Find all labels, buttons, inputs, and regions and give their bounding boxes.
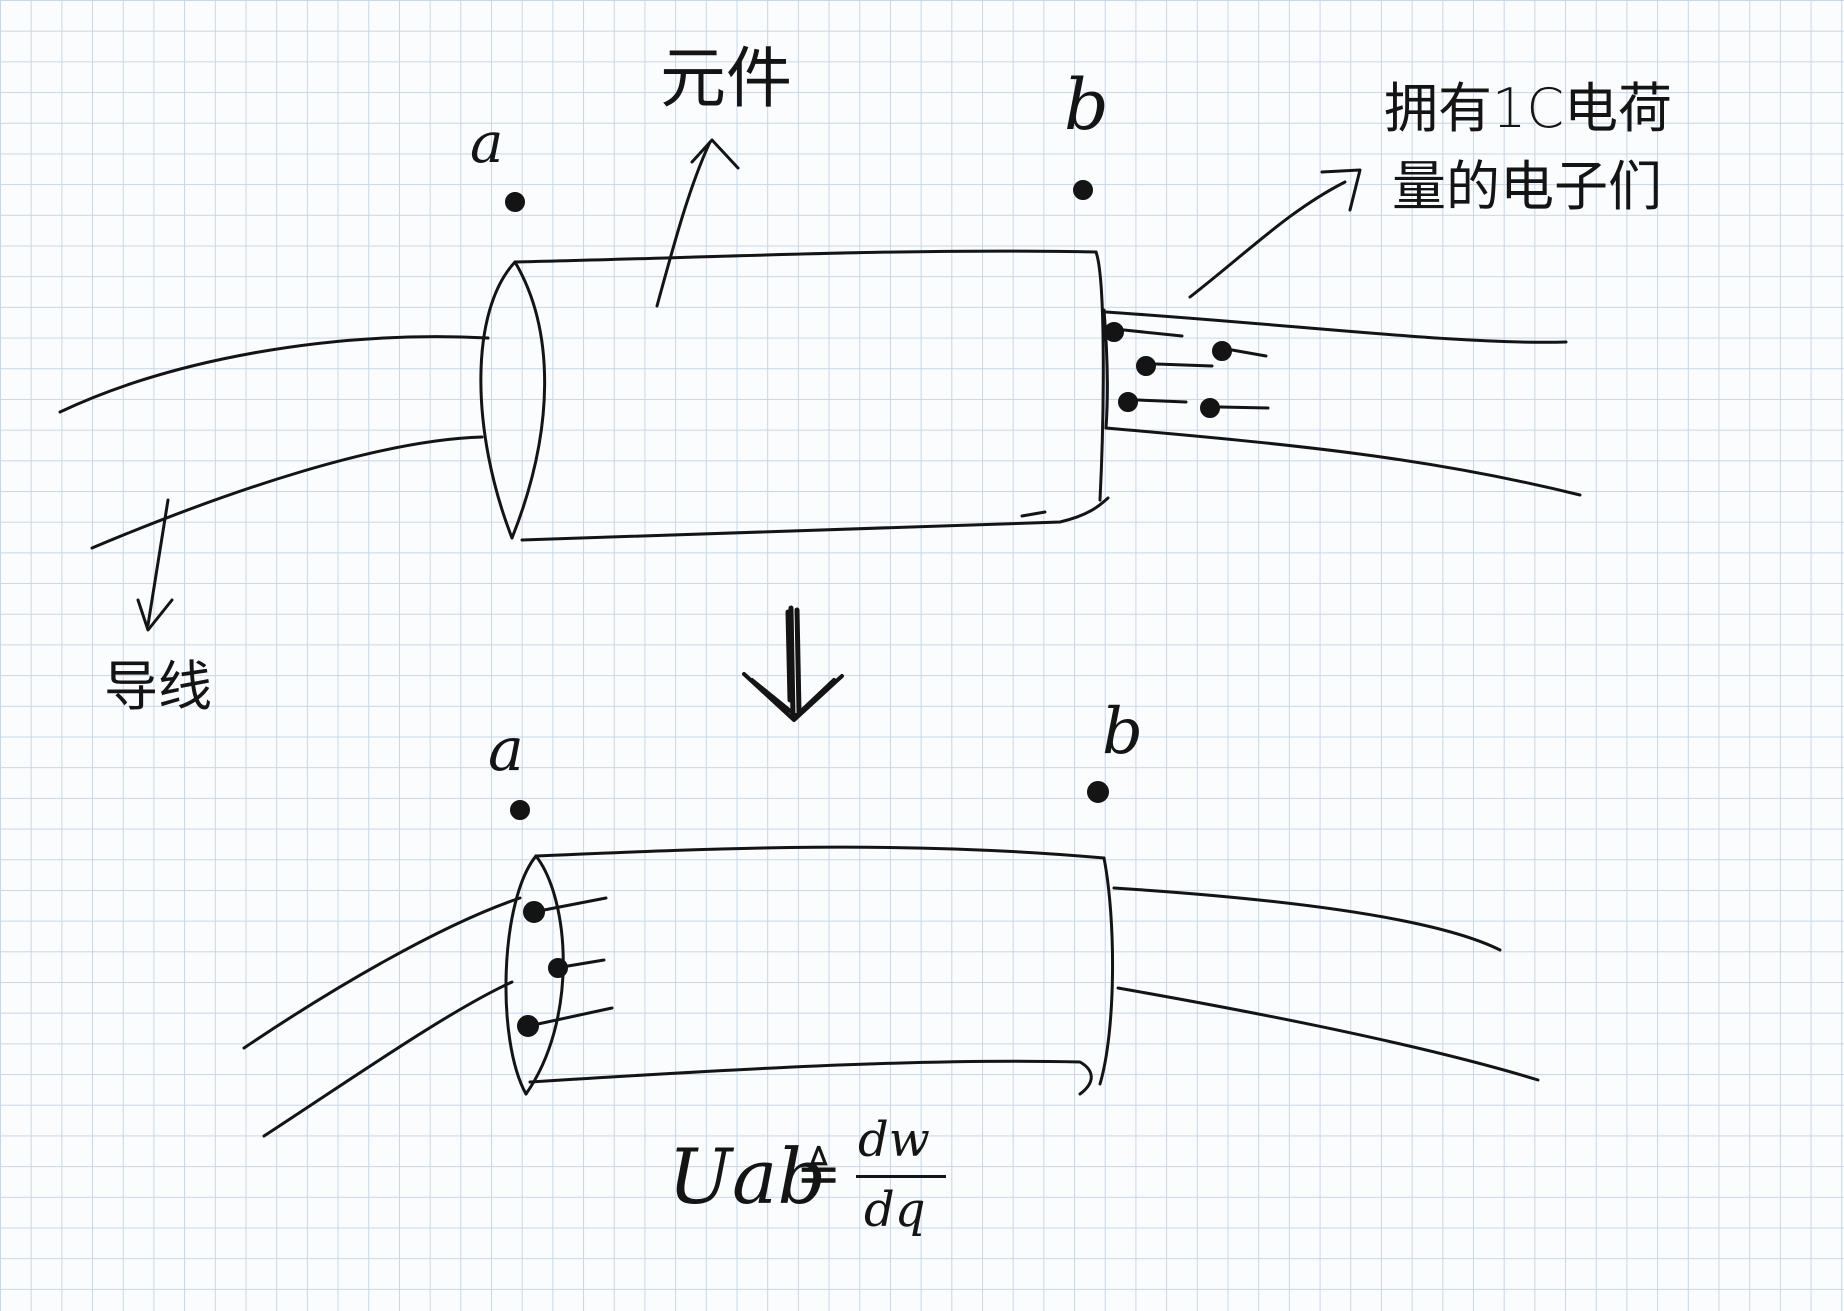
formula-numerator: dw xyxy=(858,1112,930,1168)
terminal-b-top-label: b xyxy=(1064,64,1109,146)
wire-right-bottom-lower xyxy=(1116,986,1540,1082)
electron-bottom-1 xyxy=(523,901,545,923)
wire-right-bottom-upper xyxy=(1112,886,1502,952)
electron-bottom-2-trail xyxy=(566,958,606,968)
electron-top-5 xyxy=(1200,398,1220,418)
cylinder-top-left-cap-back xyxy=(510,260,547,540)
element-arrow-head xyxy=(690,138,740,170)
formula-fraction-bar xyxy=(856,1175,946,1178)
wire-arrow-line xyxy=(146,498,170,627)
wire-right-top-upper xyxy=(1104,310,1568,344)
wire-right-top-lower xyxy=(1104,426,1582,497)
terminal-a-top-label: a xyxy=(470,111,504,176)
electron-top-2 xyxy=(1136,356,1156,376)
cylinder-bottom-lower-edge xyxy=(528,1059,1093,1096)
cylinder-top-lower-edge xyxy=(520,496,1110,542)
cylinder-top-right-edge xyxy=(1094,250,1105,502)
electron-bottom-3-trail xyxy=(536,1006,614,1026)
terminal-a-top-dot xyxy=(505,192,525,212)
formula-denominator: dq xyxy=(864,1182,926,1238)
electrons-label-line1: 拥有1C电荷 xyxy=(1384,77,1673,140)
electron-top-5-trail xyxy=(1218,405,1270,410)
cylinder-bottom-left-cap xyxy=(504,854,538,1096)
electrons-arrow-line xyxy=(1188,180,1347,299)
terminal-b-bottom-dot xyxy=(1087,781,1109,803)
element-arrow-line xyxy=(655,140,712,308)
terminal-b-top-dot xyxy=(1073,180,1093,200)
electron-bottom-2 xyxy=(548,958,568,978)
electron-bottom-3 xyxy=(517,1015,539,1037)
cylinder-top-left-cap xyxy=(479,260,517,540)
electrons-arrow-head xyxy=(1320,168,1362,212)
electron-top-4-trail xyxy=(1136,398,1188,404)
formula-lhs: Uab xyxy=(668,1132,827,1221)
element-label: 元件 xyxy=(660,40,792,117)
formula-def-symbol: ≜ xyxy=(796,1142,842,1205)
electron-top-1 xyxy=(1104,322,1124,342)
electron-top-3-trail xyxy=(1230,348,1268,358)
electrons-label-line2: 量的电子们 xyxy=(1392,155,1662,218)
wire-arrow-head xyxy=(136,598,174,632)
electron-top-4 xyxy=(1118,392,1138,412)
cylinder-bottom-right-edge xyxy=(1098,856,1115,1086)
electron-bottom-1-trail xyxy=(542,896,608,912)
electron-top-3 xyxy=(1212,341,1232,361)
wire-left-top-lower xyxy=(90,435,484,550)
wire-left-bottom-lower xyxy=(262,980,514,1138)
wire-left-top-upper xyxy=(58,335,490,414)
electron-top-1-trail xyxy=(1122,328,1184,338)
wire-label: 导线 xyxy=(104,655,212,718)
terminal-b-bottom-label: b xyxy=(1102,695,1143,769)
wire-left-bottom-upper xyxy=(242,896,522,1050)
cylinder-top-right-tick xyxy=(1020,510,1047,518)
electron-top-2-trail xyxy=(1154,362,1214,368)
cylinder-top-upper-edge xyxy=(513,249,1098,264)
cylinder-bottom-upper-edge xyxy=(534,845,1106,860)
terminal-a-bottom-dot xyxy=(510,800,530,820)
transition-arrow-head xyxy=(742,672,844,722)
wire-right-top-connector xyxy=(1102,308,1109,430)
terminal-a-bottom-label: a xyxy=(488,715,524,785)
transition-arrow-shaft xyxy=(785,605,802,719)
